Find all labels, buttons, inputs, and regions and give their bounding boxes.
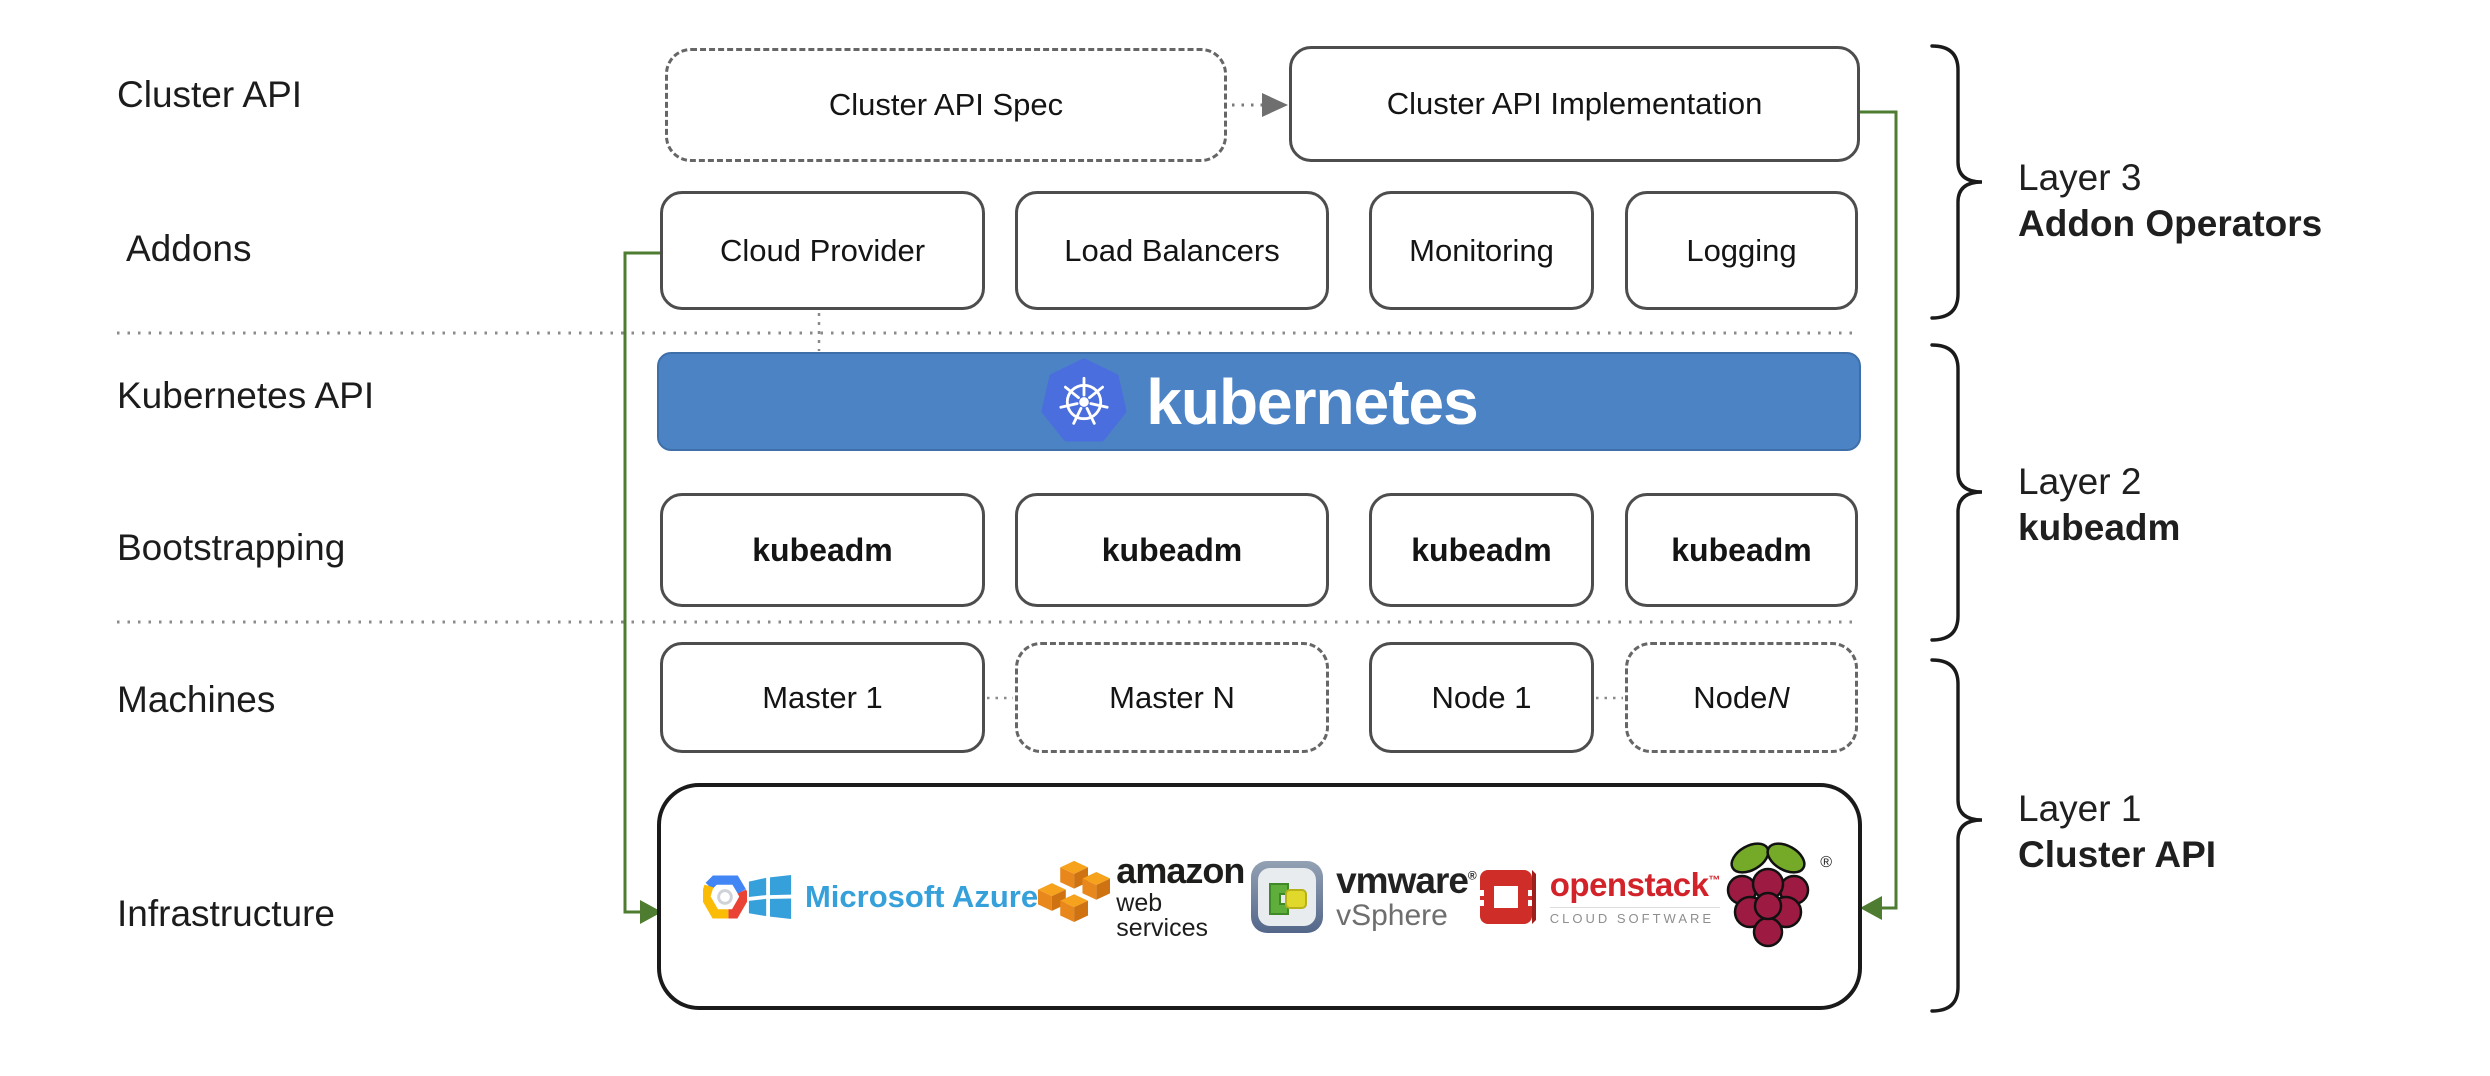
cluster-api-implementation-box: Cluster API Implementation — [1289, 46, 1860, 162]
machine-box-master-1: Master 1 — [660, 642, 985, 753]
addon-box-monitoring: Monitoring — [1369, 191, 1594, 310]
openstack-tm-mark: ™ — [1708, 873, 1721, 887]
raspberry-pi-icon — [1726, 842, 1810, 948]
node-n-label: Node — [1693, 679, 1768, 715]
raspberry-pi-logo: ® — [1720, 838, 1832, 955]
cluster-api-spec-box: Cluster API Spec — [665, 48, 1227, 162]
kubernetes-banner-text: kubernetes — [1146, 365, 1478, 438]
openstack-label: openstack — [1549, 866, 1709, 903]
spec-to-implementation-arrow-icon — [1262, 93, 1288, 117]
microsoft-azure-logo: Microsoft Azure — [747, 874, 1038, 920]
kubeadm-box-2: kubeadm — [1015, 493, 1329, 607]
implementation-to-infrastructure-line — [1860, 110, 1898, 910]
google-cloud-icon — [703, 874, 747, 919]
kubernetes-banner: kubernetes — [657, 352, 1861, 451]
aws-logo: amazon web services — [1038, 849, 1250, 942]
microsoft-azure-icon — [748, 874, 792, 919]
kubeadm-box-4: kubeadm — [1625, 493, 1858, 607]
row-label-infrastructure: Infrastructure — [117, 893, 335, 934]
node-n-variable: N — [1767, 679, 1790, 715]
layer1-brace — [1930, 658, 1983, 1013]
openstack-logo: openstack™ CLOUD SOFTWARE — [1475, 864, 1721, 930]
layer2-annotation: Layer 2 kubeadm — [2018, 459, 2180, 551]
layer3-annotation: Layer 3 Addon Operators — [2018, 155, 2322, 247]
row-label-addons: Addons — [126, 228, 252, 269]
layer3-title: Layer 3 — [2018, 157, 2142, 198]
layer3-brace — [1930, 44, 1983, 320]
kubeadm-box-3: kubeadm — [1369, 493, 1594, 607]
left-green-arrow-icon — [640, 900, 662, 924]
layer1-annotation: Layer 1 Cluster API — [2018, 786, 2216, 878]
vsphere-label: vSphere — [1336, 899, 1448, 932]
infrastructure-box: Microsoft Azure amazon web services — [657, 783, 1862, 1010]
vmware-vsphere-logo: vmware® vSphere — [1250, 860, 1477, 934]
openstack-subtitle: CLOUD SOFTWARE — [1549, 907, 1720, 925]
row-label-cluster-api: Cluster API — [117, 74, 303, 115]
machine-box-node-1: Node 1 — [1369, 642, 1594, 753]
addon-box-logging: Logging — [1625, 191, 1858, 310]
vmware-registered-mark: ® — [1467, 868, 1477, 883]
layer2-brace — [1930, 343, 1983, 642]
cloud-provider-to-infrastructure-line — [623, 251, 660, 914]
microsoft-azure-label: Microsoft Azure — [804, 878, 1039, 914]
raspberry-pi-registered-mark: ® — [1820, 854, 1832, 871]
aws-web-services-label: web services — [1116, 888, 1208, 942]
layer2-title: Layer 2 — [2018, 461, 2142, 502]
addon-box-load-balancers: Load Balancers — [1015, 191, 1329, 310]
layer1-subtitle: Cluster API — [2018, 834, 2217, 875]
addon-box-cloud-provider: Cloud Provider — [660, 191, 985, 310]
layer1-title: Layer 1 — [2018, 788, 2142, 829]
machine-box-master-n: Master N — [1015, 642, 1329, 753]
aws-amazon-label: amazon — [1116, 849, 1245, 891]
row-label-bootstrapping: Bootstrapping — [117, 527, 346, 568]
vmware-vsphere-icon — [1251, 860, 1324, 933]
row-label-machines: Machines — [117, 679, 276, 720]
machine-box-node-n: Node N — [1625, 642, 1858, 753]
vmware-label: vmware — [1336, 860, 1469, 901]
kubernetes-logo-icon — [1041, 357, 1127, 442]
aws-boxes-icon — [1038, 860, 1111, 922]
layer3-subtitle: Addon Operators — [2018, 203, 2323, 244]
openstack-icon — [1475, 869, 1538, 924]
kubeadm-box-1: kubeadm — [660, 493, 985, 607]
row-label-kubernetes-api: Kubernetes API — [117, 375, 375, 416]
layer2-subtitle: kubeadm — [2018, 507, 2181, 548]
right-green-arrow-icon — [1860, 896, 1882, 920]
